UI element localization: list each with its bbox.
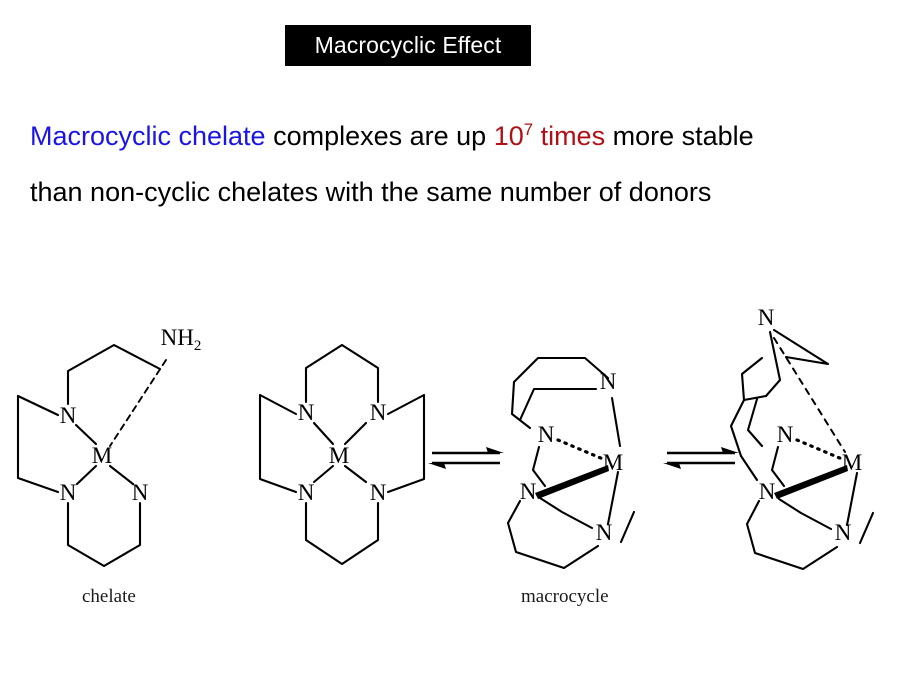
bond-m-to-n-lower-left	[75, 464, 98, 486]
structure-macrocycle-planar	[258, 343, 426, 566]
statement-highlight-macrocyclic-chelate: Macrocyclic chelate	[30, 121, 266, 151]
bond-wedge-n-to-m	[535, 465, 609, 499]
statement-segment-complexes-are-up: complexes are up	[265, 121, 494, 151]
bond-m-to-n-top-right	[343, 421, 368, 446]
equilibrium-arrow-1	[428, 447, 504, 469]
atom-label-n-bottom: N	[596, 520, 613, 545]
bond-dotted-n-to-m	[795, 438, 844, 461]
bond-m-to-n-bottom-left	[312, 464, 335, 484]
atom-label-n-bottom-right: N	[370, 480, 387, 505]
structure-macrocycle-folded	[506, 356, 636, 570]
statement-line-1: Macrocyclic chelate complexes are up 107…	[30, 108, 875, 164]
chain-upper-arm	[66, 343, 162, 406]
bond-wedge-n-to-m	[774, 465, 848, 499]
atom-label-metal: M	[92, 443, 112, 468]
atom-label-n-bottom-left: N	[298, 480, 315, 505]
bond-dashed-nh2-to-m	[109, 359, 167, 447]
slide-statement: Macrocyclic chelate complexes are up 107…	[30, 108, 875, 220]
structure-chelate-complex	[16, 343, 167, 568]
chain-bottom-left	[506, 499, 600, 570]
bond-m-to-n-bottom-right	[343, 464, 368, 484]
bond-m-to-n-top-left	[312, 421, 335, 446]
bond-m-to-n-upper-left	[74, 423, 98, 446]
chain-top-back	[518, 387, 598, 422]
chain-bottom-n-left	[777, 497, 833, 531]
structure-macrocycle-folded-labels: M N N N N	[520, 369, 624, 545]
arrow-head-forward	[721, 447, 739, 453]
chain-right-bridge	[386, 393, 426, 494]
chain-top-bridge	[304, 343, 380, 404]
magnitude-base: 10	[493, 121, 524, 151]
atom-label-n-bottom: N	[835, 520, 852, 545]
atom-label-n-top-left: N	[298, 400, 315, 425]
bond-n-bottom-to-m	[845, 471, 859, 527]
bond-dashed-detached-n-to-m	[773, 337, 846, 453]
bond-n-bottom-to-m	[606, 470, 620, 526]
chain-top-outer	[510, 356, 610, 430]
chain-inner-n-down	[531, 445, 547, 488]
atom-label-n-lower-left: N	[759, 479, 776, 504]
equilibrium-arrow-2	[663, 447, 739, 469]
chain-upper-left	[746, 397, 764, 448]
statement-line-2: than non-cyclic chelates with the same n…	[30, 177, 712, 207]
structure-macrocycle-planar-labels: M N N N N	[298, 400, 387, 505]
atom-label-n-inner: N	[777, 422, 794, 447]
chain-bottom-bridge	[66, 501, 142, 568]
atom-label-n-upper-left: N	[60, 403, 77, 428]
arrow-head-reverse	[663, 463, 681, 469]
structure-macrocycle-partially-dissociated	[729, 328, 875, 571]
atom-label-n-detached: N	[758, 305, 775, 330]
statement-segment-more-stable: more stable	[605, 121, 754, 151]
caption-chelate: chelate	[82, 586, 136, 607]
atom-label-metal: M	[329, 443, 349, 468]
chain-right-outer	[619, 510, 636, 544]
arrow-head-forward	[486, 447, 504, 453]
atom-label-n-lower-right: N	[132, 480, 149, 505]
magnitude-times-word: times	[533, 121, 606, 151]
atom-label-n-top-right: N	[370, 400, 387, 425]
bond-n-top-to-m	[610, 396, 622, 448]
chain-bottom-bridge	[304, 501, 380, 566]
chain-inner-n-down	[770, 445, 786, 488]
title-banner: Macrocyclic Effect	[285, 25, 531, 66]
atom-label-pendant-amine: NH2	[161, 325, 202, 354]
structure-macrocycle-partially-dissociated-labels: M N N N N	[758, 305, 863, 545]
chain-detached-n-arm-right	[772, 328, 830, 366]
chain-right-outer	[858, 511, 875, 545]
arrow-head-reverse	[428, 463, 446, 469]
atom-label-n-lower-left: N	[520, 479, 537, 504]
bond-m-to-n-lower-right	[108, 464, 135, 486]
caption-macrocycle: macrocycle	[521, 586, 609, 607]
atom-label-n-lower-left: N	[60, 480, 77, 505]
bond-dotted-n-to-m	[556, 438, 605, 461]
atom-label-n-top: N	[600, 369, 617, 394]
atom-label-metal: M	[603, 450, 623, 475]
chain-left-bridge	[258, 393, 298, 494]
chain-upper-left-outer	[729, 398, 759, 482]
chain-bottom-n-left	[538, 496, 594, 530]
chain-upper-ring	[740, 356, 768, 402]
atom-label-metal: M	[842, 450, 862, 475]
slide-title: Macrocyclic Effect	[314, 32, 502, 58]
statement-highlight-magnitude: 107 times	[494, 121, 605, 151]
chain-left-bridge	[16, 394, 60, 494]
magnitude-exponent: 7	[523, 120, 534, 139]
chain-detached-n-arm-down	[764, 330, 782, 398]
chain-bottom-left	[745, 499, 839, 571]
atom-label-n-inner: N	[538, 422, 555, 447]
